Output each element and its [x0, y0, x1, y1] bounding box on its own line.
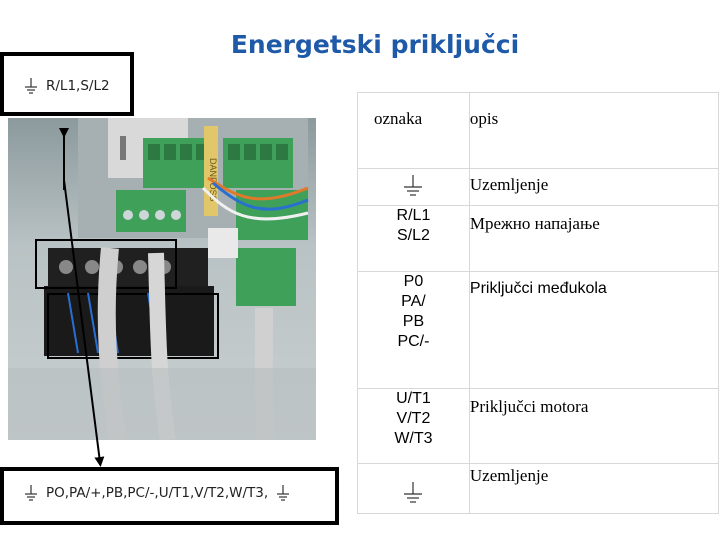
- ground-icon: [404, 482, 423, 503]
- terminal-table: oznaka opis Uzemljenje R/L1 S/L2 Мрежно …: [357, 92, 720, 514]
- header-opis: opis: [468, 92, 720, 169]
- ground-icon: [25, 485, 37, 501]
- terminal-photo-drawing: DANFOSS: [8, 118, 316, 440]
- header-oznaka: oznaka: [357, 92, 470, 169]
- table-row: R/L1 S/L2 Мрежно напајање: [357, 205, 720, 272]
- row-desc: Uzemljenje: [468, 463, 720, 514]
- row-symbol-cell: R/L1 S/L2: [357, 205, 470, 272]
- table-header-row: oznaka opis: [357, 92, 720, 169]
- table-row: Uzemljenje: [357, 168, 720, 206]
- terminal-photo: DANFOSS: [8, 118, 316, 440]
- row-desc: Priključci motora: [468, 388, 720, 464]
- table-row: U/T1 V/T2 W/T3 Priključci motora: [357, 388, 720, 464]
- row-symbol-cell: P0 PA/ PB PC/-: [357, 271, 470, 389]
- top-terminal-label-box: R/L1,S/L2: [0, 52, 134, 116]
- ground-icon: [25, 78, 37, 94]
- terminal-code: U/T1: [396, 390, 431, 407]
- bottom-terminal-label: PO,PA/+,PB,PC/-,U/T1,V/T2,W/T3,: [46, 485, 269, 501]
- terminal-code: PB: [402, 313, 425, 330]
- top-terminal-label: R/L1,S/L2: [46, 78, 110, 94]
- terminal-code: S/L2: [396, 227, 430, 244]
- row-symbol-cell: [357, 168, 470, 206]
- terminal-code: W/T3: [394, 430, 433, 447]
- ground-icon: [277, 485, 290, 501]
- terminal-code: R/L1: [396, 207, 431, 224]
- table-row: P0 PA/ PB PC/- Priključci međukola: [357, 271, 720, 389]
- terminal-code: V/T2: [396, 410, 431, 427]
- terminal-code: PA/: [401, 293, 426, 310]
- row-symbol-cell: U/T1 V/T2 W/T3: [357, 388, 470, 464]
- terminal-code: PC/-: [397, 333, 430, 350]
- terminal-code: P0: [403, 273, 424, 290]
- table-row: Uzemljenje: [357, 463, 720, 514]
- ground-icon: [404, 175, 423, 196]
- row-desc: Uzemljenje: [468, 168, 720, 206]
- row-desc: Мрежно напајање: [468, 205, 720, 272]
- row-desc: Priključci međukola: [468, 271, 720, 389]
- page-title: Energetski priključci: [230, 30, 520, 59]
- row-symbol-cell: [357, 463, 470, 514]
- bottom-terminal-label-box: PO,PA/+,PB,PC/-,U/T1,V/T2,W/T3,: [0, 467, 339, 525]
